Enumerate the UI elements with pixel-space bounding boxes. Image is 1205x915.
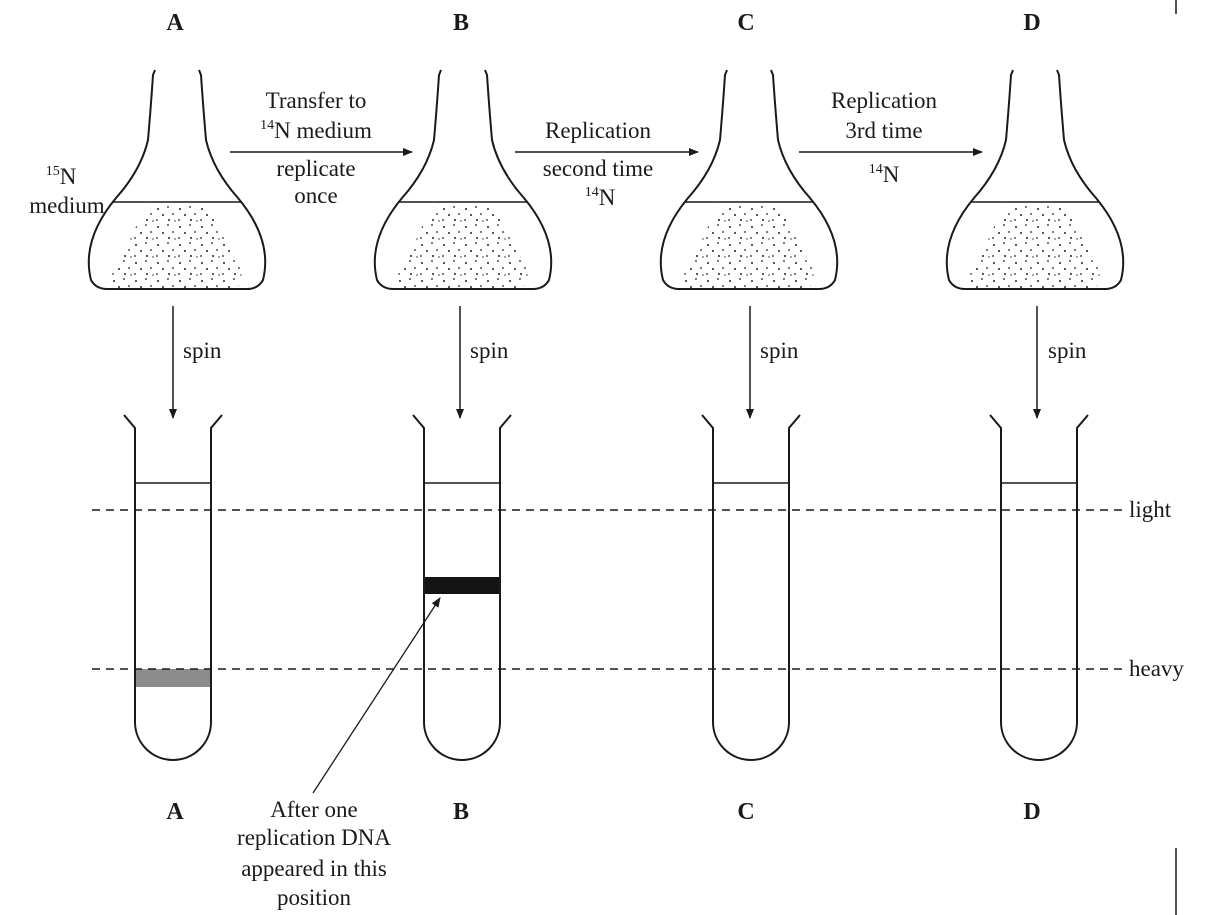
flask-b [373,69,553,290]
spin-label-a: spin [183,338,222,363]
column-label-top-a: A [166,10,184,36]
dna-band-heavy-a [136,669,211,687]
heavy-level-label: heavy [1129,656,1184,681]
spin-label-b: spin [470,338,509,363]
flask-c [659,69,839,290]
transition-2-line1: Replication [545,118,652,143]
tube-a [123,414,223,761]
transition-2-element: N [599,185,616,210]
light-level-label: light [1129,497,1172,522]
start-medium-sup: 15 [46,164,60,179]
annotation-line-4: position [277,885,352,910]
annotation-line-1: After one [270,797,358,822]
start-medium-label: 15N [46,164,77,189]
start-medium-word: medium [29,193,104,218]
transition-3-element: N [883,162,900,187]
annotation-line-2: replication DNA [237,825,391,850]
column-label-top-c: C [737,10,754,36]
transition-2-below1: second time [543,156,654,181]
transition-3-sup: 14 [869,162,883,177]
column-label-top-b: B [453,10,469,36]
column-label-bottom-d: D [1023,799,1040,825]
transition-1-line1: Transfer to [266,88,367,113]
flask-d [945,69,1125,290]
column-label-bottom-a: A [166,799,184,825]
start-medium-element: N [60,164,77,189]
transition-1-sup: 14 [260,118,274,133]
transition-3-line1: Replication [831,88,938,113]
transition-1-line2: 14N medium [260,118,372,143]
spin-label-c: spin [760,338,799,363]
column-label-top-d: D [1023,10,1040,36]
transition-2-sup: 14 [585,185,599,200]
flask-a [87,69,267,290]
column-label-bottom-b: B [453,799,469,825]
dna-band-intermediate-b [424,577,501,594]
column-label-bottom-c: C [737,799,754,825]
annotation-line-3: appeared in this [241,856,387,881]
transition-2-below2: 14N [585,185,616,210]
transition-3-below: 14N [869,162,900,187]
spin-label-d: spin [1048,338,1087,363]
transition-3-line2: 3rd time [845,118,922,143]
transition-1-below2: once [294,183,337,208]
transition-1-below1: replicate [276,156,355,181]
tube-c [701,414,801,761]
tube-d [989,414,1089,761]
annotation-pointer-arrow [312,597,441,794]
tube-b [412,414,512,761]
transition-1-medium: N medium [274,118,372,143]
